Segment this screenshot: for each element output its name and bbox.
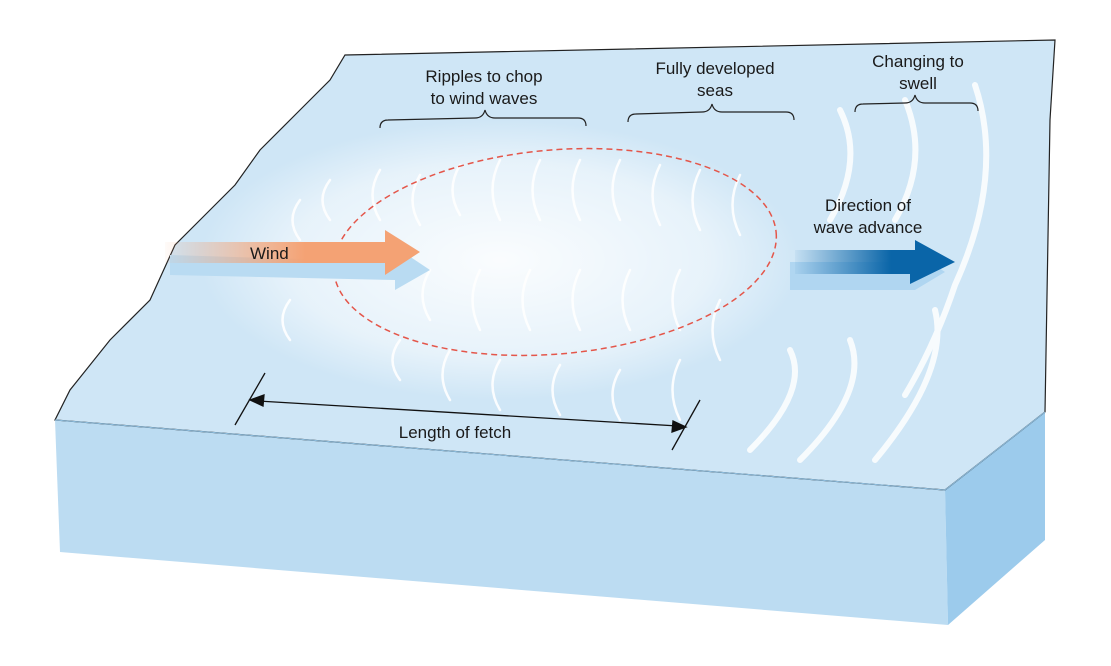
section-braces xyxy=(379,94,979,129)
fetch-length-arrow xyxy=(234,372,701,451)
wind-arrow xyxy=(165,230,430,290)
direction-label-line1: Direction of xyxy=(825,196,911,215)
wind-label: Wind xyxy=(250,244,289,263)
wave-crests xyxy=(281,158,742,422)
ripples-label-line2: to wind waves xyxy=(431,89,538,108)
front-edge-line xyxy=(54,411,1046,491)
wave-generation-glow xyxy=(200,120,800,400)
fully-developed-label-line2: seas xyxy=(697,81,733,100)
swell-label-line2: swell xyxy=(899,74,937,93)
fetch-length-label: Length of fetch xyxy=(399,423,511,442)
ripples-label-line1: Ripples to chop xyxy=(425,67,542,86)
wave-direction-arrow xyxy=(790,240,955,290)
swell-crests xyxy=(747,82,990,463)
fully-developed-label-line1: Fully developed xyxy=(655,59,774,78)
ocean-side-face xyxy=(945,412,1045,625)
swell-label-line1: Changing to xyxy=(872,52,964,71)
ocean-front-face xyxy=(55,420,948,625)
direction-label-line2: wave advance xyxy=(813,218,923,237)
fetch-area-outline xyxy=(332,147,778,357)
